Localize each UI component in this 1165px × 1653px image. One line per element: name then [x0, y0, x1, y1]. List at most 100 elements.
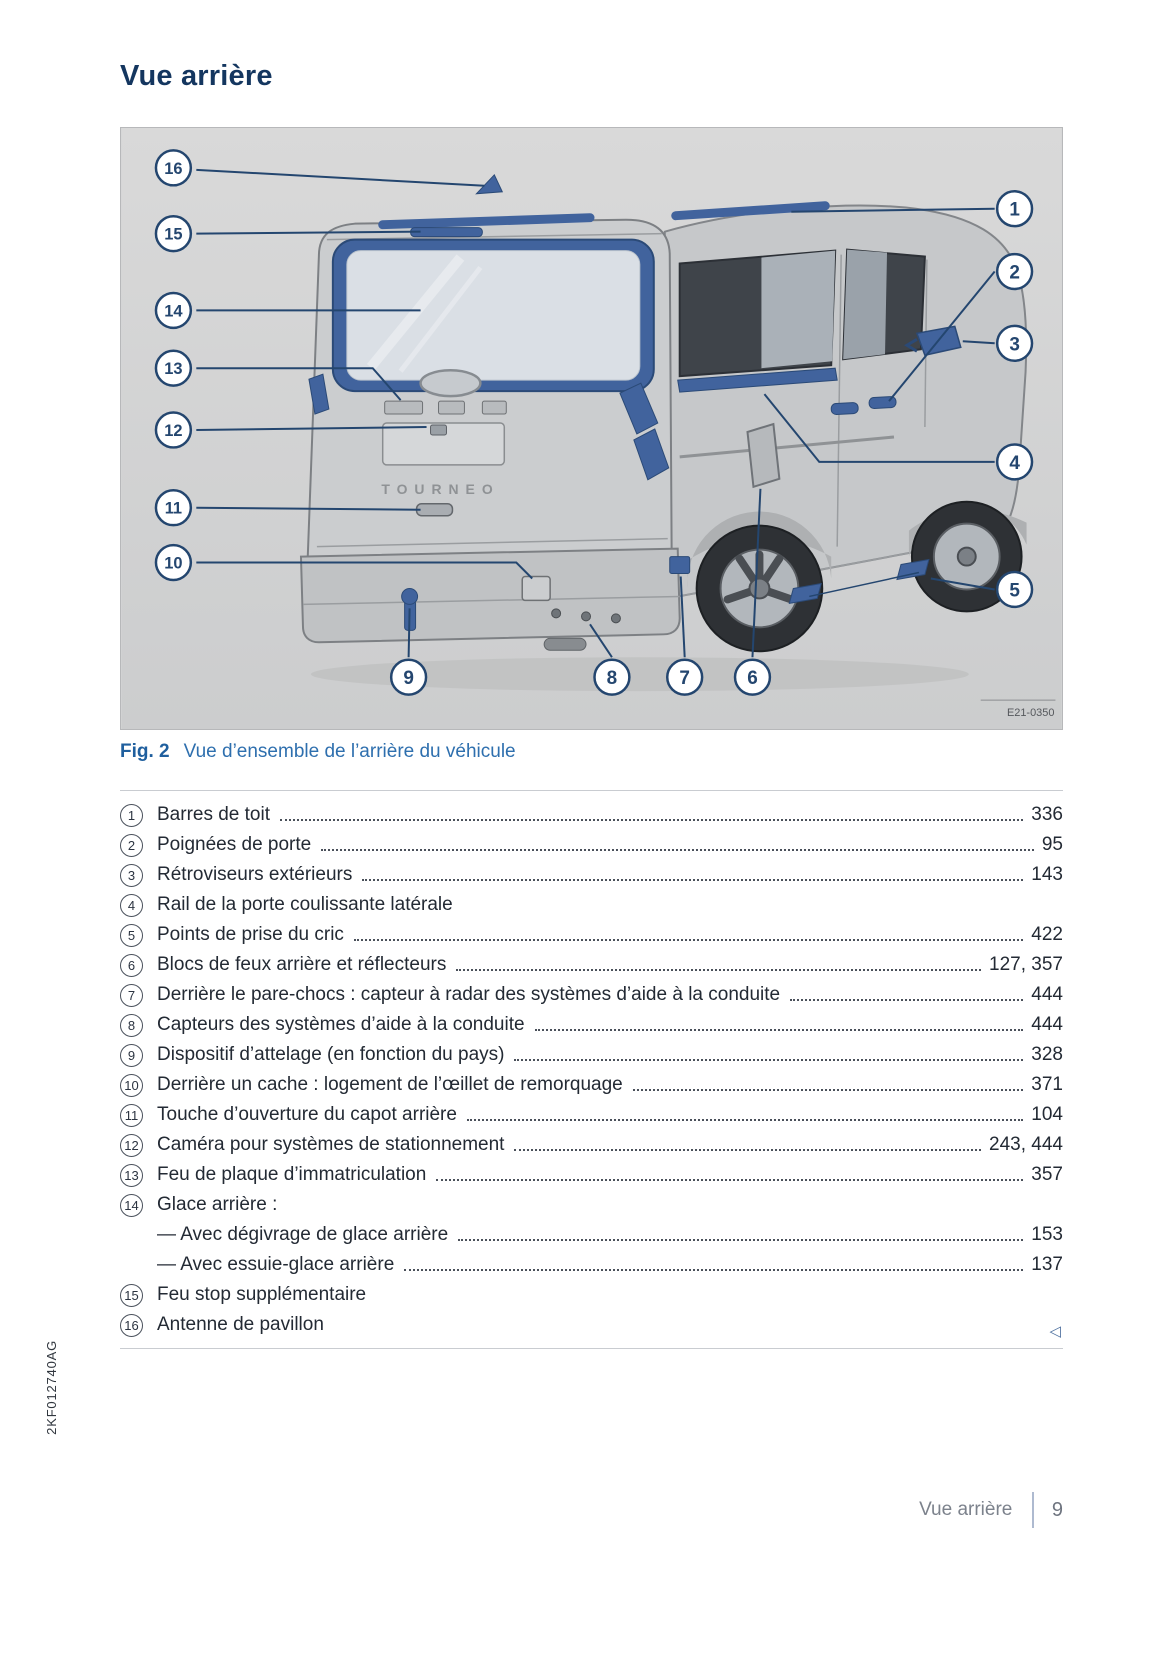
legend-item-number: 15 — [120, 1283, 143, 1307]
svg-text:2: 2 — [1009, 262, 1020, 283]
legend-row: 15 Feu stop supplémentaire — [120, 1280, 1063, 1310]
dotted-leader — [534, 1029, 1024, 1031]
callout-1: 1 — [995, 190, 1034, 228]
svg-text:7: 7 — [679, 668, 690, 689]
roof-rail-rear — [378, 213, 595, 230]
vehicle-figure: TOURNEO — [120, 127, 1063, 730]
dotted-leader — [404, 1269, 1024, 1271]
dotted-leader — [456, 969, 982, 971]
callout-15: 15 — [154, 214, 193, 253]
callout-4: 4 — [995, 443, 1034, 481]
callout-10: 10 — [154, 543, 193, 582]
legend-row: 11 Touche d’ouverture du capot arrière 1… — [120, 1100, 1063, 1130]
sliding-door-rail — [677, 367, 838, 393]
svg-text:8: 8 — [607, 668, 618, 689]
legend-subitem-pages: 153 — [1031, 1224, 1063, 1245]
callout-14: 14 — [154, 291, 193, 330]
svg-text:12: 12 — [164, 422, 182, 440]
ground-shadow — [310, 657, 969, 692]
high-mount-stop-light — [410, 227, 483, 238]
legend-item-number: 2 — [120, 833, 143, 857]
callout-leader-lines — [196, 168, 996, 658]
legend-row: 16 Antenne de pavillon — [120, 1310, 1063, 1340]
callout-11: 11 — [154, 489, 193, 527]
legend-row: 1 Barres de toit 336 — [120, 800, 1063, 830]
radar-sensor — [669, 556, 691, 575]
legend-item-label: Barres de toit — [157, 804, 270, 825]
callout-7: 7 — [666, 658, 704, 696]
legend-item-number: 13 — [120, 1163, 143, 1187]
callout-16: 16 — [154, 149, 193, 187]
legend-list: 1 Barres de toit 336 2 Poignées de porte… — [120, 790, 1063, 1340]
legend-item-pages: 444 — [1031, 984, 1063, 1005]
legend-item-label: Feu stop supplémentaire — [157, 1284, 367, 1305]
svg-text:1: 1 — [1009, 200, 1020, 221]
dotted-leader — [321, 849, 1034, 851]
svg-text:13: 13 — [164, 360, 182, 378]
svg-text:14: 14 — [164, 302, 183, 320]
legend-row: 5 Points de prise du cric 422 — [120, 920, 1063, 950]
dotted-leader — [458, 1239, 1024, 1241]
tailgate-trim-highlights — [308, 373, 670, 481]
model-lettering: TOURNEO — [381, 481, 499, 497]
page-footer: Vue arrière 9 — [120, 1492, 1063, 1528]
legend-item-pages: 143 — [1031, 864, 1063, 885]
legend-item-number: 5 — [120, 923, 143, 947]
legend-subitem-label: — Avec dégivrage de glace arrière — [157, 1224, 449, 1245]
legend-item-label: Poignées de porte — [157, 834, 312, 855]
footer-divider — [1032, 1492, 1034, 1528]
exhaust-pipe — [543, 637, 587, 651]
license-plate-lights — [384, 400, 507, 415]
callout-3: 3 — [995, 324, 1034, 362]
legend-item-pages: 104 — [1031, 1104, 1063, 1125]
legend-item-number: 14 — [120, 1193, 143, 1217]
legend-item-number: 9 — [120, 1043, 143, 1067]
legend-item-label: Points de prise du cric — [157, 924, 344, 945]
figure-caption-text: Vue d’ensemble de l’arrière du véhicule — [183, 741, 516, 762]
legend-item-label: Glace arrière : — [157, 1194, 278, 1215]
callout-6: 6 — [733, 658, 772, 696]
legend-item-number: 11 — [120, 1103, 143, 1127]
bottom-rule — [120, 1348, 1063, 1349]
svg-text:6: 6 — [747, 668, 758, 689]
dotted-leader — [353, 939, 1024, 941]
legend-item-pages: 336 — [1031, 804, 1063, 825]
jack-points — [788, 558, 930, 605]
license-plate-recess — [381, 422, 506, 466]
brand-badge — [419, 368, 482, 398]
roof-antenna — [475, 173, 504, 195]
legend-item-label: Blocs de feux arrière et réflecteurs — [157, 954, 447, 975]
legend-item-number: 10 — [120, 1073, 143, 1097]
svg-text:10: 10 — [164, 555, 182, 573]
legend-item-number: 1 — [120, 803, 143, 827]
legend-item-label: Touche d’ouverture du capot arrière — [157, 1104, 457, 1125]
legend-subitem-label: — Avec essuie-glace arrière — [157, 1254, 395, 1275]
towing-eye-cover — [521, 575, 551, 602]
legend-item-number: 6 — [120, 953, 143, 977]
rear-window — [331, 238, 655, 393]
front-wheel — [908, 500, 1027, 613]
svg-text:16: 16 — [164, 160, 182, 178]
legend-item-label: Capteurs des systèmes d’aide à la condui… — [157, 1014, 525, 1035]
rear-light-cluster — [746, 422, 781, 489]
footer-section-title: Vue arrière — [919, 1499, 1013, 1520]
callout-12: 12 — [154, 411, 193, 449]
legend-item-number: 12 — [120, 1133, 143, 1157]
legend-item-pages: 371 — [1031, 1074, 1063, 1095]
legend-row: 13 Feu de plaque d’immatriculation 357 — [120, 1160, 1063, 1190]
callout-9: 9 — [389, 658, 428, 696]
vehicle-rear-view-illustration: TOURNEO — [121, 128, 1062, 729]
svg-text:9: 9 — [403, 668, 414, 689]
dotted-leader — [280, 819, 1024, 821]
legend-row: 12 Caméra pour systèmes de stationnement… — [120, 1130, 1063, 1160]
legend-subitem-pages: 137 — [1031, 1254, 1063, 1275]
legend-item-label: Rétroviseurs extérieurs — [157, 864, 353, 885]
dotted-leader — [514, 1059, 1024, 1061]
svg-text:5: 5 — [1009, 580, 1020, 601]
roof-rail-side — [671, 201, 830, 221]
legend-row: 10 Derrière un cache : logement de l’œil… — [120, 1070, 1063, 1100]
legend-item-number: 4 — [120, 893, 143, 917]
callout-13: 13 — [154, 349, 193, 387]
svg-text:4: 4 — [1009, 453, 1020, 474]
